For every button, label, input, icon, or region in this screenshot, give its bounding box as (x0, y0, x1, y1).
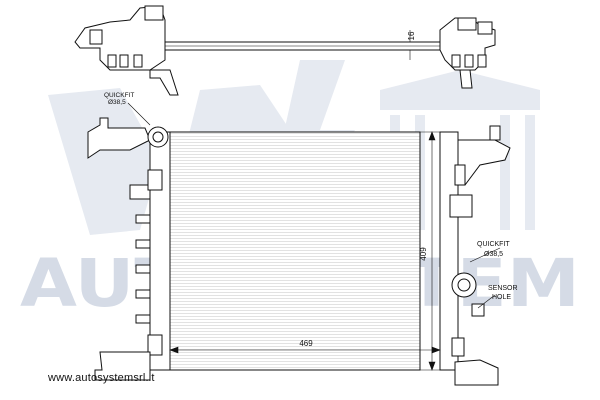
watermark-arch-left (48, 88, 160, 235)
width-dimension (169, 346, 441, 370)
height-dimension (410, 131, 440, 371)
left-tank (87, 117, 171, 381)
top-right-bracket (439, 17, 496, 89)
quickfit-left-size: Ø38,5 (108, 99, 126, 106)
sensor-label: SENSOR (488, 285, 518, 292)
width-dim-label: 469 (299, 339, 313, 348)
quickfit-right-size: Ø38,5 (484, 251, 503, 258)
quickfit-left-label: QUICKFIT (104, 92, 134, 99)
footer-url[interactable]: www.autosystemsrl.it (48, 372, 155, 384)
top-dim-label: 16 (407, 31, 416, 40)
top-left-bracket (74, 5, 179, 96)
sensor-hole-label: HOLE (492, 294, 511, 301)
leader-right-quickfit (469, 247, 501, 263)
quickfit-right-label: QUICKFIT (477, 241, 510, 248)
leader-left-quickfit (127, 102, 151, 126)
radiator-core (169, 131, 421, 371)
height-dim-label: 409 (419, 247, 428, 261)
leader-sensor (477, 294, 496, 309)
right-tank (439, 125, 511, 386)
